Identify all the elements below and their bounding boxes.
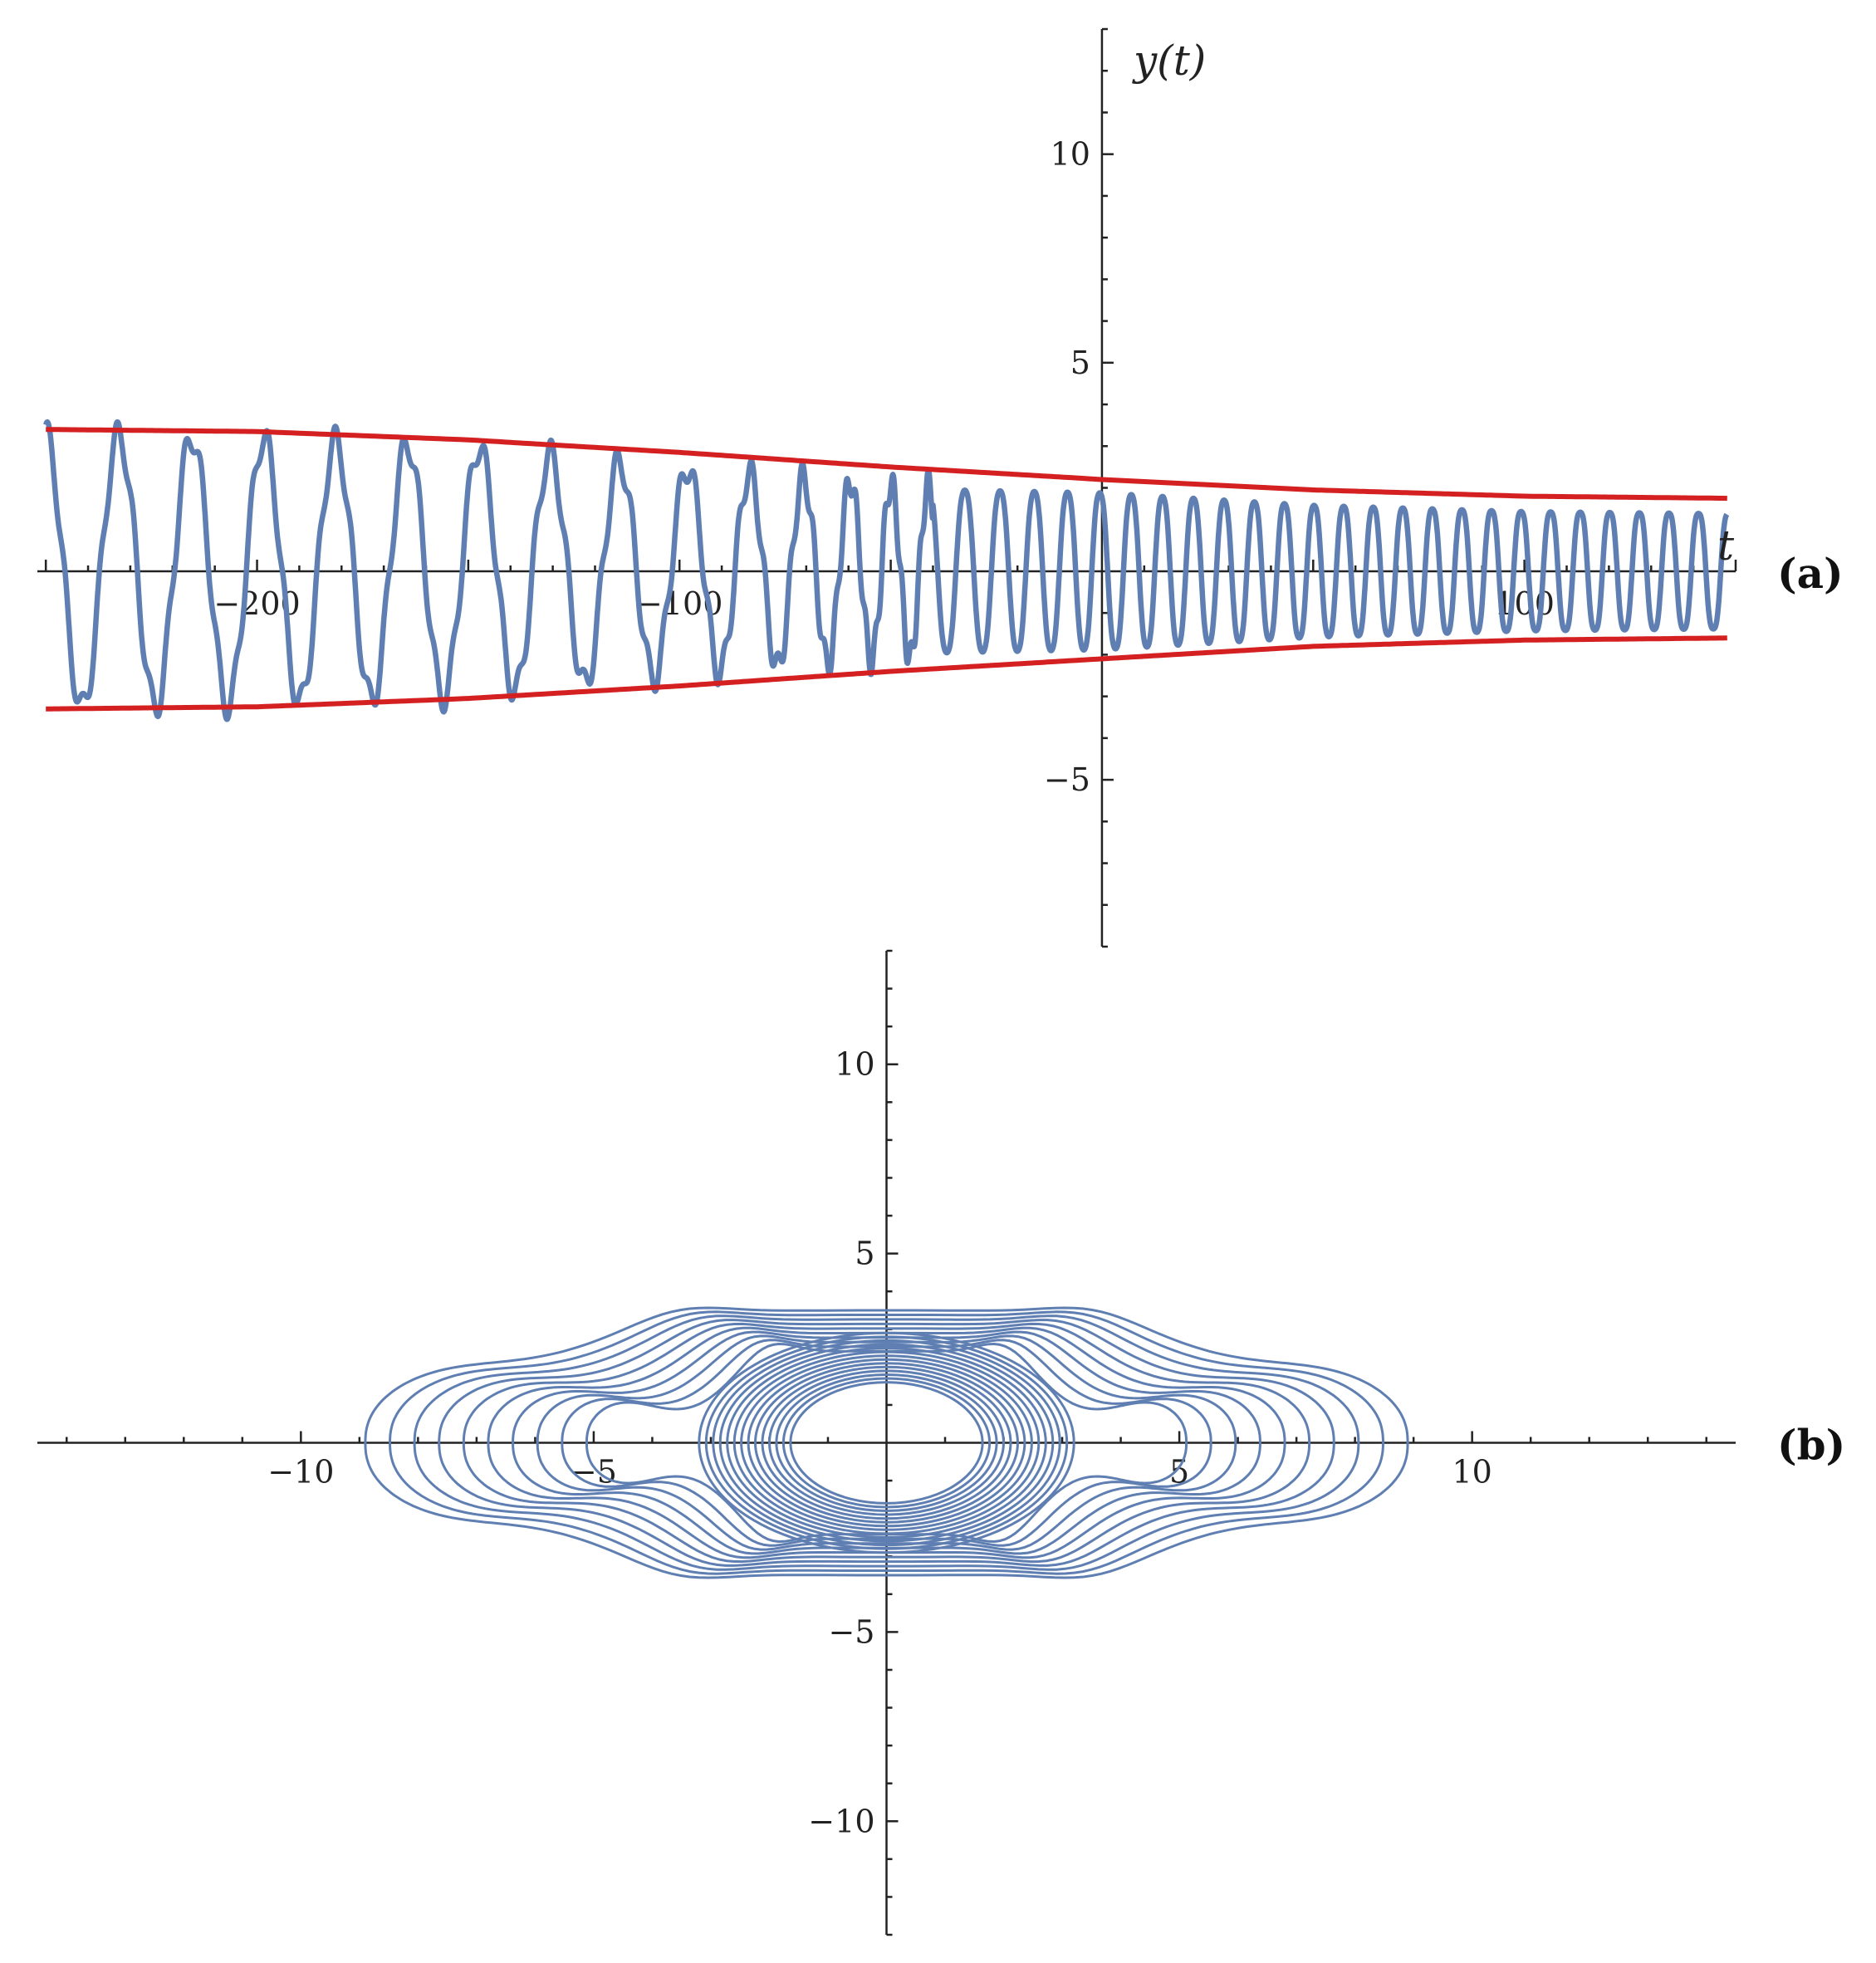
x-axis-title: t xyxy=(1717,521,1735,570)
orbit-3 xyxy=(438,1319,1335,1567)
y-tick-label: −10 xyxy=(808,1803,874,1839)
orbit-1 xyxy=(388,1310,1385,1575)
y-tick-label: −5 xyxy=(1044,761,1090,798)
y-tick-label: −5 xyxy=(828,1613,874,1650)
orbit-7 xyxy=(536,1334,1237,1551)
orbit-2 xyxy=(413,1314,1360,1571)
inner-orbit-13 xyxy=(789,1381,984,1505)
panel-a-axes xyxy=(37,29,1736,947)
y-tick-label: 5 xyxy=(855,1236,874,1272)
signal-curve xyxy=(43,419,1730,722)
orbit-4 xyxy=(462,1322,1311,1564)
inner-orbit-9 xyxy=(761,1365,1012,1520)
inner-orbit-5 xyxy=(732,1350,1041,1535)
x-tick-label: 10 xyxy=(1452,1454,1491,1491)
phase-orbits xyxy=(364,1306,1409,1579)
inner-orbit-12 xyxy=(781,1377,992,1509)
y-tick-label: 10 xyxy=(835,1046,874,1083)
x-tick-label: −10 xyxy=(267,1454,334,1491)
orbit-5 xyxy=(487,1326,1286,1559)
y-tick-label: 10 xyxy=(1051,136,1090,173)
inner-orbit-10 xyxy=(768,1369,1005,1516)
orbit-6 xyxy=(512,1330,1261,1555)
y-axis-title: y(t) xyxy=(1132,37,1206,85)
orbit-0 xyxy=(364,1306,1409,1579)
inner-orbit-4 xyxy=(726,1347,1047,1539)
orbit-8 xyxy=(561,1339,1212,1547)
inner-orbit-6 xyxy=(740,1354,1033,1531)
inner-orbit-0 xyxy=(698,1331,1075,1554)
inner-orbit-1 xyxy=(704,1335,1069,1550)
panel-b-label: (b) xyxy=(1777,1421,1845,1470)
inner-orbit-8 xyxy=(754,1362,1019,1524)
panel-a-label: (a) xyxy=(1777,549,1844,598)
inner-orbit-11 xyxy=(775,1373,998,1512)
lower-envelope-curve xyxy=(46,635,1727,712)
y-tick-label: 5 xyxy=(1070,345,1090,381)
inner-orbit-7 xyxy=(747,1358,1026,1528)
panel-b-axes xyxy=(37,951,1736,1935)
orbit-9 xyxy=(585,1342,1188,1544)
upper-envelope-curve xyxy=(46,427,1727,502)
panel-b-ticks xyxy=(66,949,1707,1936)
inner-orbit-3 xyxy=(718,1343,1055,1543)
inner-orbit-2 xyxy=(712,1339,1061,1547)
